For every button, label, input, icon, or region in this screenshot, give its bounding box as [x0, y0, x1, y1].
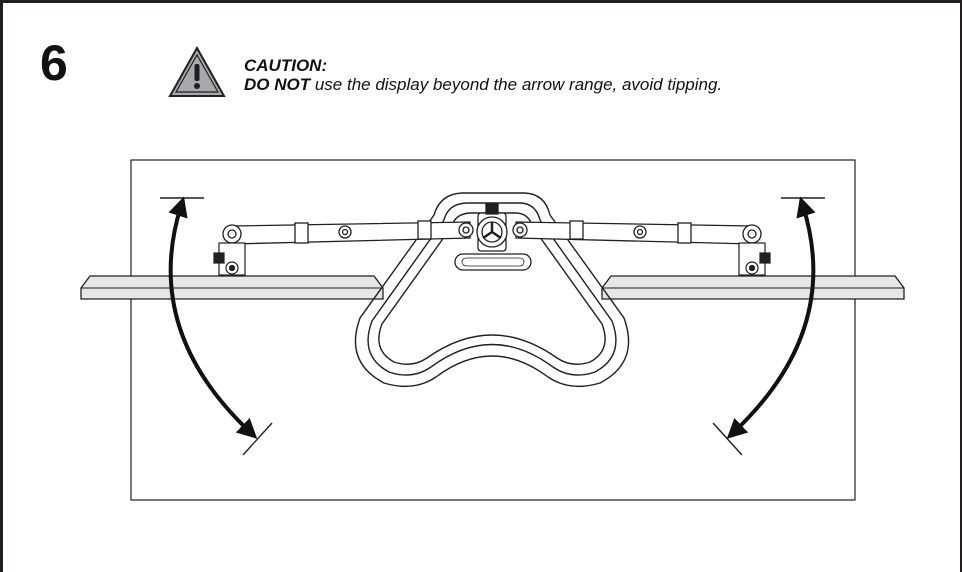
stand-base	[354, 192, 630, 388]
left-vesa-mount	[213, 242, 246, 276]
left-rotation-range	[160, 196, 273, 456]
right-vesa-mount	[738, 242, 771, 276]
base-handle	[454, 253, 532, 271]
left-monitor	[80, 275, 384, 300]
caution-emphasis: DO NOT	[244, 75, 311, 94]
right-monitor	[601, 275, 905, 300]
caution-message: use the display beyond the arrow range, …	[310, 75, 723, 94]
step-number: 6	[40, 35, 68, 91]
right-rotation-range	[712, 196, 825, 456]
caution-note: CAUTION: DO NOT use the display beyond t…	[244, 56, 722, 94]
caution-title: CAUTION:	[244, 56, 328, 75]
center-hub	[476, 203, 508, 252]
arm-bar	[222, 220, 762, 245]
warning-triangle-icon	[168, 46, 226, 97]
desk-outline	[130, 159, 856, 501]
